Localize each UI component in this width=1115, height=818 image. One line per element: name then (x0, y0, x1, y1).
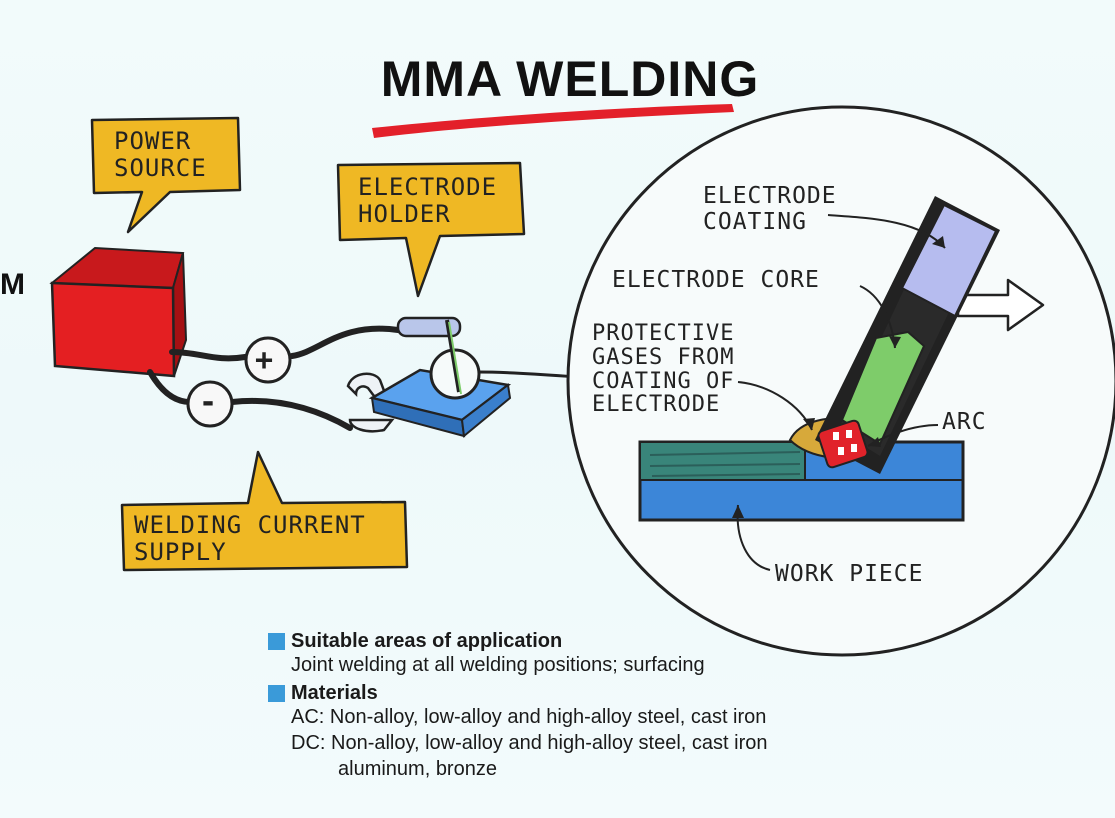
page-title: MMA WELDING (380, 51, 760, 107)
travel-direction-arrow (956, 278, 1045, 332)
legend: Suitable areas of application Joint weld… (268, 628, 768, 784)
positive-terminal-circle (244, 336, 292, 384)
workpiece (638, 440, 965, 522)
power-source-box (49, 246, 188, 378)
electrode-core-label: ELECTRODE CORE (612, 267, 820, 293)
electrode-holder-grip (396, 316, 462, 338)
power-source-label: POWER SOURCE (114, 127, 207, 182)
title-underline (372, 104, 734, 138)
protective-gases-label: PROTECTIVE GASES FROM COATING OF ELECTRO… (592, 321, 735, 418)
electrode-holder-label: ELECTRODE HOLDER (358, 173, 498, 228)
electrode (815, 196, 1000, 474)
electrode-holder-callout (336, 161, 526, 298)
legend-section2-continuation: aluminum, bronze (338, 758, 497, 780)
legend-section1-title: Suitable areas of application (291, 629, 563, 652)
power-source-callout (90, 116, 242, 234)
welding-current-label: WELDING CURRENT SUPPLY (134, 511, 366, 566)
holder-electrode-rod-core (448, 321, 462, 395)
legend-section2-line-ac: AC: Non-alloy, low-alloy and high-alloy … (291, 706, 767, 728)
arc-label: ARC (942, 409, 987, 435)
negative-terminal-circle (186, 380, 234, 428)
holder-electrode-rod (445, 319, 461, 393)
legend-section2-line-dc: DC: Non-alloy, low-alloy and high-alloy … (291, 732, 768, 754)
work-piece-label: WORK PIECE (775, 561, 924, 587)
electrode-coating-label: ELECTRODE COATING (703, 183, 837, 235)
legend-section1-line: Joint welding at all welding positions; … (291, 654, 705, 676)
negative-symbol: - (199, 385, 219, 420)
legend-section2-title: Materials (291, 681, 378, 704)
positive-cable (169, 325, 401, 362)
coating-pointer (827, 214, 946, 249)
negative-cable (147, 369, 353, 431)
positive-symbol: + (255, 343, 275, 378)
stray-letter: M (0, 268, 25, 301)
arc (817, 419, 869, 469)
legend-bullet-2 (268, 685, 285, 702)
welding-current-callout (120, 450, 409, 572)
legend-bullet-1 (268, 633, 285, 650)
